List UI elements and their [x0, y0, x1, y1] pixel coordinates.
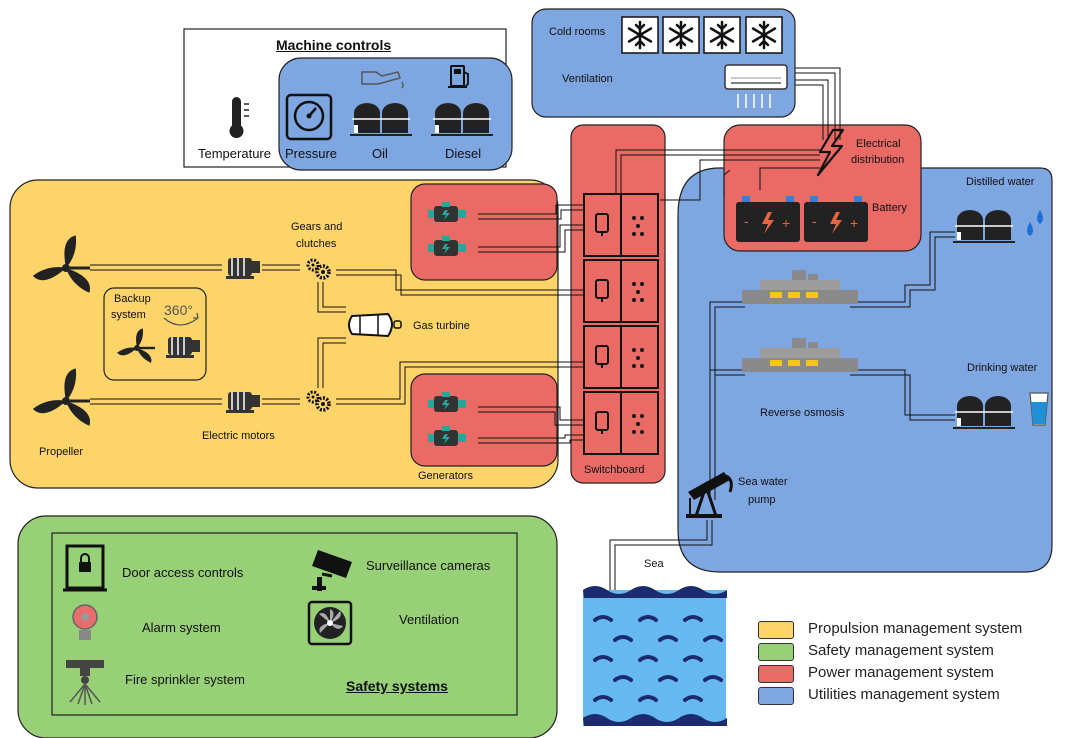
- ventilation-fan-icon: [307, 600, 353, 646]
- pressure-gauge-icon: [285, 93, 333, 141]
- switchboard-unit-3: [583, 325, 659, 389]
- legend-swatch-propulsion: [758, 621, 794, 639]
- battery-icon-2: - +: [804, 196, 868, 242]
- oil-can-icon: [361, 71, 404, 89]
- generators-panel-bottom: [410, 373, 558, 467]
- water-glass-icon: [1029, 392, 1049, 426]
- gears-label-2: clutches: [296, 238, 337, 250]
- temperature-label: Temperature: [198, 146, 271, 161]
- distilled-water-label: Distilled water: [966, 176, 1035, 188]
- legend-swatch-utilities: [758, 687, 794, 705]
- gas-turbine-icon: [348, 312, 402, 338]
- drinking-water-label: Drinking water: [967, 362, 1038, 374]
- snowflake-icon-4: [744, 15, 784, 55]
- legend-swatch-power: [758, 665, 794, 683]
- legend-label-power: Power management system: [808, 664, 994, 681]
- surveillance-cameras-label: Surveillance cameras: [366, 558, 491, 573]
- door-access-label: Door access controls: [122, 565, 244, 580]
- svg-text:-: -: [744, 213, 749, 229]
- surveillance-camera-icon: [312, 550, 352, 591]
- ventilation-label: Ventilation: [562, 73, 613, 85]
- rotate-arrow-icon: [163, 312, 199, 326]
- legend-label-safety: Safety management system: [808, 642, 994, 659]
- gears-label-1: Gears and: [291, 221, 343, 233]
- propeller-label: Propeller: [39, 446, 84, 458]
- safety-ventilation-label: Ventilation: [399, 612, 459, 627]
- generators-label: Generators: [418, 470, 474, 482]
- fire-sprinkler-icon: [66, 660, 104, 705]
- thermometer-icon: [229, 97, 249, 138]
- switchboard-unit-2: [583, 259, 659, 323]
- rotation-label: 360°: [164, 302, 193, 318]
- fuel-pump-icon: [448, 65, 469, 88]
- snowflake-icon-3: [702, 15, 742, 55]
- switchboard-unit-1: [583, 193, 659, 257]
- air-conditioner-icon: [724, 64, 788, 108]
- safety-inner-frame: [51, 532, 518, 716]
- svg-text:-: -: [812, 213, 817, 229]
- sea-water-pump-label-2: pump: [748, 494, 776, 506]
- svg-text:+: +: [850, 215, 858, 231]
- connection-lines: [90, 67, 955, 590]
- sea-label: Sea: [644, 558, 664, 570]
- oil-label: Oil: [372, 146, 388, 161]
- backup-system-label-2: system: [111, 309, 146, 321]
- switchboard-label: Switchboard: [584, 464, 645, 476]
- battery-label: Battery: [872, 202, 907, 214]
- fire-sprinkler-label: Fire sprinkler system: [125, 672, 245, 687]
- door-access-icon: [63, 544, 107, 592]
- legend-label-propulsion: Propulsion management system: [808, 620, 1023, 637]
- water-drops-icon: [1027, 210, 1043, 236]
- diesel-label: Diesel: [445, 146, 482, 161]
- snowflake-icon-2: [661, 15, 701, 55]
- sea-water-pump-label-1: Sea water: [738, 476, 788, 488]
- battery-icon-1: - +: [736, 196, 800, 242]
- backup-system-label-1: Backup: [114, 293, 151, 305]
- backup-propeller-icon: [116, 327, 156, 365]
- electrical-distribution-label-2: distribution: [851, 154, 905, 166]
- alarm-bell-icon: [72, 604, 98, 640]
- machine-controls-title: Machine controls: [276, 37, 392, 53]
- alarm-system-label: Alarm system: [142, 620, 221, 635]
- safety-systems-title: Safety systems: [346, 678, 448, 694]
- legend-swatch-safety: [758, 643, 794, 661]
- cold-rooms-label: Cold rooms: [549, 26, 606, 38]
- safety-region: [17, 515, 558, 738]
- reverse-osmosis-label: Reverse osmosis: [760, 407, 845, 419]
- sea-water-pump-icon: [686, 472, 733, 518]
- gas-turbine-label: Gas turbine: [413, 320, 470, 332]
- snowflake-icon-1: [620, 15, 660, 55]
- lightning-icon: [816, 128, 845, 177]
- electric-motors-label: Electric motors: [202, 430, 275, 442]
- sea-icon: [583, 586, 727, 726]
- svg-text:+: +: [782, 215, 790, 231]
- electrical-distribution-label-1: Electrical: [856, 138, 901, 150]
- propeller-icon-top: [32, 233, 95, 296]
- generators-panel-top: [410, 183, 558, 281]
- propeller-icon-bottom: [32, 366, 95, 429]
- switchboard-unit-4: [583, 391, 659, 455]
- pressure-label: Pressure: [285, 146, 338, 161]
- legend-label-utilities: Utilities management system: [808, 686, 1000, 703]
